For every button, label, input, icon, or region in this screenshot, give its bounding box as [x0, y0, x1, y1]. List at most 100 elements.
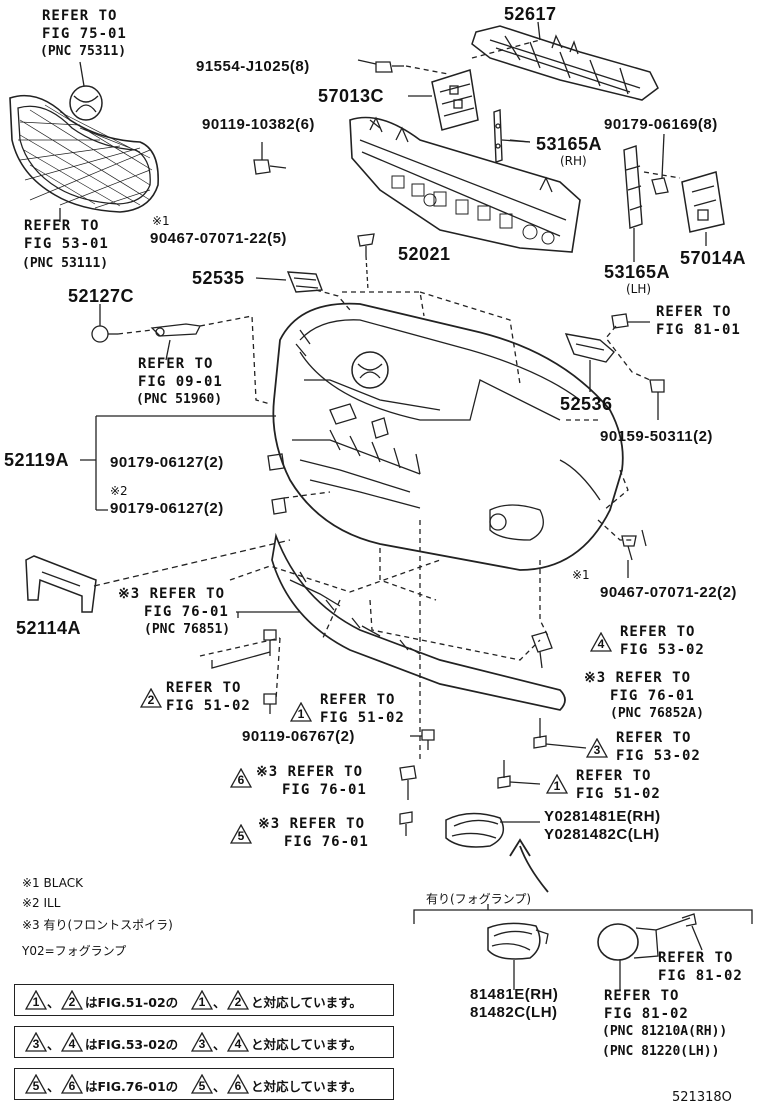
note2-mid: はFIG.53-02の	[85, 1037, 179, 1052]
ref-fig-81-02-b-pnc2: (PNC 81220(LH))	[602, 1044, 720, 1059]
triangle-marker-2: 2	[139, 687, 163, 708]
part-90179-06127-a: 90179-06127(2)	[110, 454, 224, 471]
triangle-marker-6: 6	[229, 767, 253, 788]
fog-bezel-y02-part	[445, 812, 540, 848]
triangle-marker-3: 3	[585, 737, 609, 758]
absorber-52021-part	[349, 116, 581, 253]
part-90159-50311: 90159-50311(2)	[600, 428, 713, 445]
ref-fig-76-01-c-line2: FIG 76-01	[282, 782, 367, 798]
fog-lamp-part	[597, 913, 703, 990]
nut-90179-06127-a-part	[267, 453, 285, 471]
screw-76-01d-part	[399, 811, 413, 836]
ref-fig-75-01-line1: REFER TO	[42, 8, 118, 24]
clip-81-01-part	[611, 313, 650, 329]
note1-tri-4: 2	[226, 989, 250, 1010]
screw-lower-b-part	[263, 693, 277, 714]
part-52114a: 52114A	[16, 618, 82, 638]
ref-fig-51-02-a-line1: REFER TO	[166, 680, 242, 696]
sensor-part	[150, 323, 201, 337]
note3-mid: はFIG.76-01の	[85, 1079, 179, 1094]
screw-51-02c-part	[497, 760, 541, 789]
ref-fig-76-01-a-pnc: (PNC 76851)	[144, 622, 231, 637]
figure-id: 521318O	[672, 1090, 732, 1105]
part-52127c: 52127C	[68, 286, 135, 306]
retainer-52536-part	[564, 333, 615, 392]
ref-fig-81-02-b-pnc1: (PNC 81210A(RH))	[602, 1024, 728, 1039]
ref-fig-09-01-line2: FIG 09-01	[138, 374, 223, 390]
ref-fig-76-01-d-line1: ※3 REFER TO	[258, 816, 366, 832]
ref-fig-81-02-a-line1: REFER TO	[658, 950, 734, 966]
part-57013c: 57013C	[318, 86, 385, 106]
legend-ill: ※2 ILL	[22, 896, 61, 910]
note3-post: と対応しています。	[251, 1079, 362, 1094]
clip-90467-bot-part	[621, 535, 637, 578]
part-y0281482c-lh: Y0281482C(LH)	[544, 826, 660, 843]
ref-fig-53-01-line2: FIG 53-01	[24, 236, 109, 252]
nut-90179-06127-b-part	[271, 497, 287, 515]
note1-tri-2: 2	[60, 989, 84, 1010]
part-90119-06767: 90119-06767(2)	[242, 728, 355, 745]
part-57014a: 57014A	[680, 248, 747, 268]
note-fig-51-02: 1 、 2 はFIG.51-02の 1 、 2 と対応しています。	[14, 984, 394, 1016]
ref-fig-51-02-c-line2: FIG 51-02	[576, 786, 661, 802]
ref-fig-51-02-c-line1: REFER TO	[576, 768, 652, 784]
ref-fig-81-01-line2: FIG 81-01	[656, 322, 741, 338]
cap-52127c-part	[91, 304, 118, 343]
emblem-part	[69, 85, 103, 121]
ref-fig-09-01-pnc: (PNC 51960)	[136, 392, 223, 407]
mark-1-bottom: ※1	[572, 568, 590, 582]
ref-fig-53-02-b-line1: REFER TO	[616, 730, 692, 746]
bracket-57013c-part	[431, 69, 479, 131]
part-90467-07071-22-5: 90467-07071-22(5)	[150, 230, 287, 247]
ref-fig-53-02-b-line2: FIG 53-02	[616, 748, 701, 764]
bracket-57014a-part	[681, 171, 725, 246]
label-rh: (RH)	[560, 154, 587, 168]
clip-90159-part	[649, 379, 665, 420]
ref-fig-76-01-d-line2: FIG 76-01	[284, 834, 369, 850]
note2-sep: 、	[47, 1037, 60, 1052]
screw-53-02b-part	[533, 718, 587, 749]
note2-post: と対応しています。	[251, 1037, 362, 1052]
part-52021: 52021	[398, 244, 451, 264]
fog-option-header: 有り(フォグランプ)	[426, 892, 532, 906]
ref-fig-53-02-a-line1: REFER TO	[620, 624, 696, 640]
ref-fig-53-01-pnc: (PNC 53111)	[22, 256, 109, 271]
retainer-52535-part	[255, 271, 323, 293]
ref-fig-76-01-c-line1: ※3 REFER TO	[256, 764, 364, 780]
spoiler-part	[271, 532, 566, 711]
ref-fig-76-01-b-line2: FIG 76-01	[610, 688, 695, 704]
note1-sep: 、	[47, 995, 60, 1010]
triangle-marker-4: 4	[589, 631, 613, 652]
bolt-91554-part	[375, 61, 404, 73]
note3-tri-2: 6	[60, 1073, 84, 1094]
clip-53-02-part	[531, 631, 553, 669]
part-90119-10382: 90119-10382(6)	[202, 116, 315, 133]
label-lh: (LH)	[626, 282, 652, 296]
note1-tri-1: 1	[24, 989, 48, 1010]
ref-fig-81-02-a-line2: FIG 81-02	[658, 968, 743, 984]
part-90179-06127-b: 90179-06127(2)	[110, 500, 224, 517]
note3-tri-3: 5	[190, 1073, 214, 1094]
clip-90467-top-part	[357, 233, 375, 291]
bracket-53165a-lh-part	[623, 145, 643, 262]
ref-fig-09-01-line1: REFER TO	[138, 356, 214, 372]
note3-sep: 、	[47, 1079, 60, 1094]
note2-tri-1: 3	[24, 1031, 48, 1052]
note2-tri-3: 3	[190, 1031, 214, 1052]
part-90179-06169: 90179-06169(8)	[604, 116, 718, 133]
part-53165a-rh: 53165A	[536, 134, 603, 154]
screw-90119-06767-part	[410, 729, 435, 750]
part-90467-07071-22-2: 90467-07071-22(2)	[600, 584, 737, 601]
note1-tri-3: 1	[190, 989, 214, 1010]
ref-fig-51-02-a-line2: FIG 51-02	[166, 698, 251, 714]
ref-fig-51-02-b-line2: FIG 51-02	[320, 710, 405, 726]
legend-spoiler: ※3 有り(フロントスポイラ)	[22, 918, 173, 932]
part-53165a-lh: 53165A	[604, 262, 671, 282]
bracket-53165a-rh-part	[493, 109, 531, 163]
ref-fig-81-02-b-line2: FIG 81-02	[604, 1006, 689, 1022]
ref-fig-53-01-line1: REFER TO	[24, 218, 100, 234]
screw-lower-a-part	[211, 629, 277, 669]
triangle-marker-1b: 1	[545, 773, 569, 794]
note3-tri-1: 5	[24, 1073, 48, 1094]
